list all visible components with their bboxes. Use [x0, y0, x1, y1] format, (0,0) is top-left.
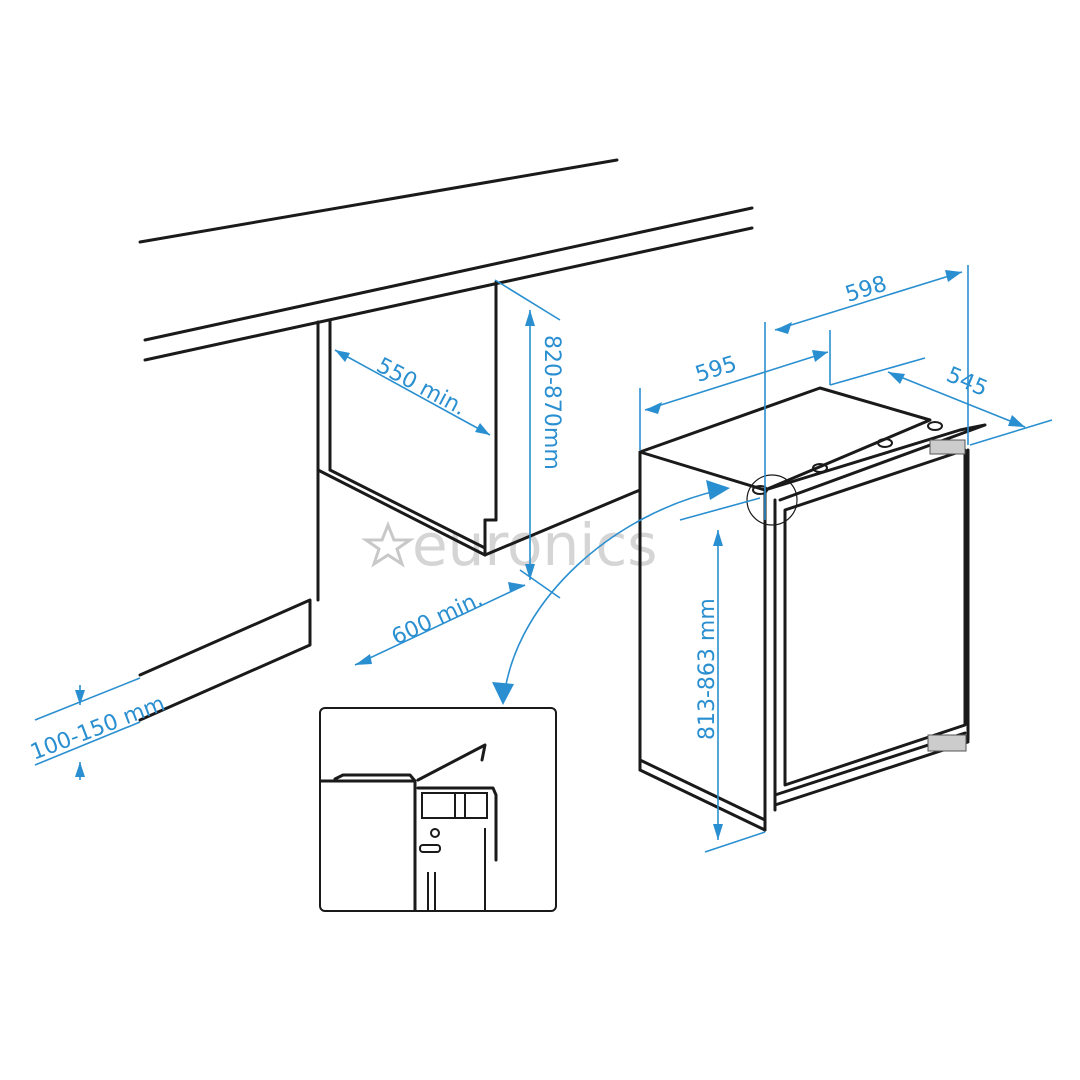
plinth-height-label: 100-150 mm	[27, 691, 168, 765]
fridge-appliance	[638, 386, 987, 832]
watermark-logo: euronics	[361, 511, 657, 579]
detail-callout-circle	[746, 474, 798, 526]
niche-depth-label: 550 min.	[372, 353, 470, 421]
watermark-text: euronics	[412, 511, 657, 579]
niche-width-label: 600 min.	[388, 587, 487, 651]
hinge-detail-inset	[319, 707, 557, 912]
width-outer-label: 598	[842, 272, 889, 308]
dimension-lines	[34, 265, 1053, 853]
arrowheads	[75, 270, 1025, 840]
niche-height-label: 820-870mm	[539, 335, 564, 470]
appliance-height-label: 813-863 mm	[695, 598, 720, 740]
star-icon	[361, 520, 415, 568]
kitchen-cabinet	[138, 158, 754, 722]
